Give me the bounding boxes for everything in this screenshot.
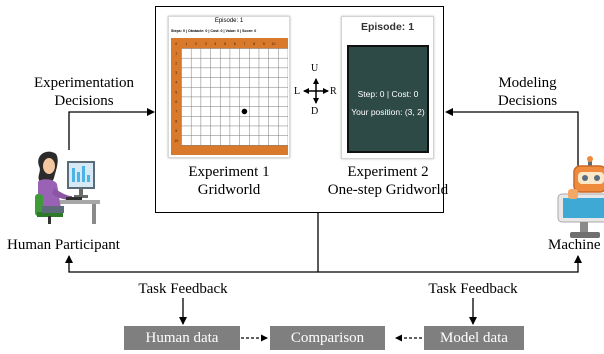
grid-column-number: 6 [234,42,236,46]
feedback-to-machine [318,255,582,273]
grid-row-number: 1 [175,52,177,56]
gridworld-episode-title: Episode: 1 [214,18,244,24]
gridworld-grid[interactable]: 0 1 2 3 4 5 6 7 8 9 10 1 2 3 4 5 6 7 8 9 10 [171,38,289,155]
grid-column-number: 2 [195,42,197,46]
grid-row-number: 2 [175,61,177,65]
grid-row-number: 10 [174,139,178,143]
grid-row-number: 9 [175,129,177,133]
grid-row-number: 5 [175,90,177,94]
human-data-box: Human data [124,326,240,350]
task-feedback-right-label: Task Feedback [428,281,518,297]
comparison-box: Comparison [270,326,385,350]
experiment2-caption-line1: Experiment 2 [347,164,429,180]
model-data-box: Model data [424,326,524,350]
experimentation-label-line2: Decisions [54,93,114,109]
one-step-position: Your position: (3, 2) [351,107,425,117]
experimentation-arrow [68,108,155,150]
direction-right-label: R [330,86,337,97]
grid-column-number: 8 [253,42,255,46]
grid-column-number: 1 [185,42,187,46]
agent-position-marker [241,108,248,115]
gridworld-grid-svg: 0 1 2 3 4 5 6 7 8 9 10 1 2 3 4 5 6 7 8 9 10 [174,42,289,146]
human-participant-label: Human Participant [7,237,120,253]
direction-down-label: D [311,106,319,117]
experimentation-label-line1: Experimentation [34,75,134,91]
experiment1-caption-line2: Gridworld [197,182,261,198]
direction-pad [303,78,329,104]
human-participant-icon [35,151,100,224]
modeling-label-line2: Decisions [497,93,558,109]
grid-column-number: 4 [214,42,216,46]
gridworld-panel: Episode: 1 Steps: 0 | Obstacle: 0 | Cost… [168,16,290,158]
machine-label: Machine [548,237,601,253]
grid-column-number: 10 [272,42,276,46]
task-feedback-left-label: Task Feedback [138,281,228,297]
grid-column-number: 0 [175,42,177,46]
one-step-episode-title: Episode: 1 [360,21,415,33]
feedback-to-human [65,255,318,273]
grid-row-number: 8 [175,119,177,123]
grid-column-number: 7 [243,42,245,46]
experiment1-caption-line1: Experiment 1 [188,164,270,180]
experiment2-caption-line2: One-step Gridworld [327,182,449,198]
machine-robot-icon [557,156,604,238]
grid-row-number: 4 [175,81,177,85]
one-step-screen: Step: 0 | Cost: 0 Your position: (3, 2) [347,45,429,153]
grid-row-number: 6 [175,100,177,104]
grid-row-number: 7 [175,110,177,114]
modeling-arrow [445,108,579,172]
direction-up-label: U [311,63,319,74]
gridworld-stats: Steps: 0 | Obstacle: 0 | Cost: 0 | Value… [171,29,257,33]
one-step-panel: Episode: 1 Step: 0 | Cost: 0 Your positi… [341,16,434,159]
grid-column-number: 9 [263,42,265,46]
modeling-label-line1: Modeling [498,75,557,91]
grid-column-number: 3 [205,42,207,46]
direction-left-label: L [294,86,301,97]
grid-row-number: 3 [175,71,177,75]
one-step-status: Step: 0 | Cost: 0 [357,89,419,99]
grid-column-number: 5 [224,42,226,46]
